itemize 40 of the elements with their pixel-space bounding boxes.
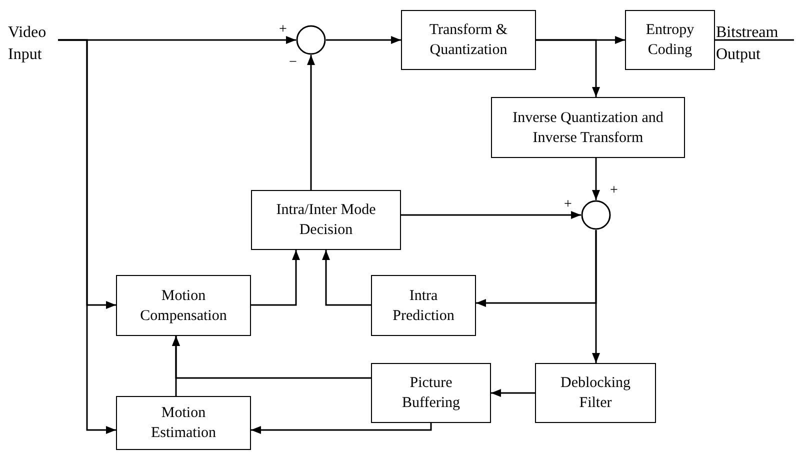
box-label: Entropy Coding [644, 21, 696, 60]
box-label: Motion Estimation [150, 404, 217, 443]
arrow [491, 389, 535, 397]
box-label: Picture Buffering [400, 374, 462, 413]
arrow [592, 230, 600, 363]
box-label: Inverse Quantization and Inverse Transform [512, 108, 664, 148]
process-box [491, 97, 685, 158]
arrow [592, 158, 600, 200]
io-label: Output [716, 45, 760, 65]
process-box [625, 10, 715, 70]
arrow [322, 250, 371, 306]
box-label: Motion Compensation [139, 286, 228, 326]
sign-label: − [289, 56, 297, 70]
process-box [535, 363, 656, 423]
io-label: Bitstream [716, 23, 778, 43]
summing-junction [581, 200, 611, 230]
process-box [116, 275, 251, 336]
box-label: Transform & Quantization [428, 21, 509, 60]
process-box [116, 396, 251, 450]
arrow [307, 55, 315, 190]
io-label: Video [8, 23, 46, 43]
sign-label: + [279, 23, 287, 37]
sign-label: + [564, 198, 572, 212]
sign-label: + [610, 184, 618, 198]
box-label: Intra/Inter Mode Decision [275, 201, 377, 240]
arrow [58, 39, 116, 434]
process-box [371, 275, 476, 336]
process-box [251, 190, 401, 250]
process-box [401, 10, 536, 70]
summing-junction [296, 25, 326, 55]
arrow [251, 250, 300, 306]
arrow [251, 423, 432, 434]
arrow [172, 336, 180, 396]
process-box [371, 363, 491, 423]
arrow [401, 211, 581, 219]
io-label: Input [8, 45, 42, 65]
arrow [326, 36, 401, 44]
arrow [536, 39, 600, 97]
box-label: Intra Prediction [392, 286, 456, 326]
box-label: Deblocking Filter [560, 374, 632, 413]
